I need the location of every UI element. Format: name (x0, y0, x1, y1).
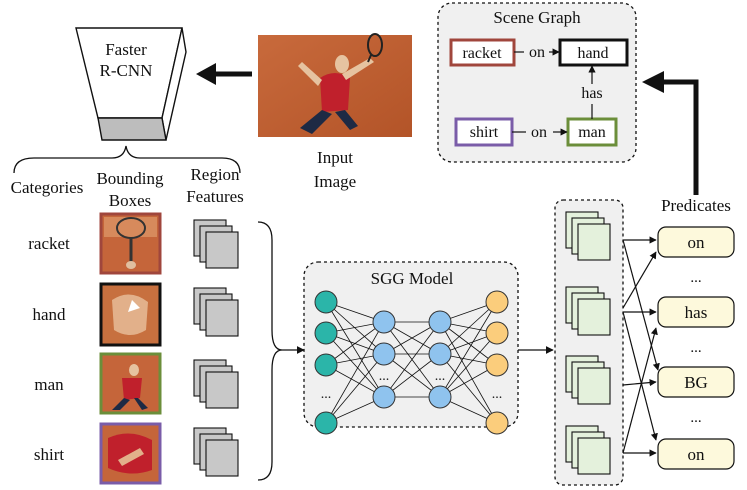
nn-edge (439, 301, 498, 398)
region-features (193, 219, 239, 477)
nn-node-layer-4 (485, 411, 509, 435)
sg-edge-man-hand: has (581, 85, 602, 102)
predicate-on-2: on (657, 438, 735, 470)
svg-text:BG: BG (684, 373, 708, 392)
nn-node-layer-4 (485, 290, 509, 314)
nn-edge (325, 332, 385, 398)
predicate-ellipsis-2: ... (690, 340, 701, 356)
nn-node-layer-2 (372, 385, 396, 409)
svg-text:hand: hand (577, 45, 608, 62)
category-shirt: shirt (34, 445, 65, 464)
category-racket: racket (28, 234, 70, 253)
detector-label-line1: Faster (105, 40, 147, 59)
predicate-has: has (657, 296, 735, 328)
nn-node-layer-1 (314, 411, 338, 435)
nn-node-layer-3 (428, 310, 452, 334)
sg-edge-racket-hand: on (529, 44, 545, 61)
nn-node-layer-2 (372, 342, 396, 366)
svg-text:man: man (578, 124, 606, 141)
nn-node-layer-1 (314, 290, 338, 314)
scene-graph-title: Scene Graph (493, 8, 581, 27)
nn-edge (439, 332, 498, 398)
svg-text:has: has (685, 303, 708, 322)
sg-node-hand (558, 38, 629, 67)
nn-edge (325, 301, 385, 398)
category-hand: hand (32, 305, 66, 324)
features-brace (257, 221, 283, 481)
header-features-line2: Features (186, 187, 244, 206)
bbox-crop-shirt (99, 422, 162, 485)
svg-text:racket: racket (462, 45, 502, 62)
sgg-model-panel: SGG Model ............ (303, 261, 519, 435)
nn-node-layer-3 (428, 385, 452, 409)
category-man: man (34, 375, 64, 394)
nn-node-layer-4 (485, 321, 509, 345)
input-image (258, 33, 412, 137)
relation-features-panel (554, 199, 624, 486)
sg-node-man (566, 117, 618, 147)
classifier-arrows (622, 236, 660, 457)
input-image-label-line1: Input (317, 148, 353, 167)
sg-node-racket (449, 38, 516, 67)
nn-edge (383, 321, 441, 398)
header-features-line1: Region (190, 165, 240, 184)
nn-node-layer-2 (372, 310, 396, 334)
predicate-bg: BG (657, 366, 735, 398)
detector-label-line2: R-CNN (100, 61, 153, 80)
nn-ellipsis: ... (492, 387, 503, 402)
sgg-model-title: SGG Model (371, 269, 454, 288)
nn-ellipsis: ... (321, 387, 332, 402)
predicates-title: Predicates (661, 196, 731, 215)
nn-node-layer-3 (428, 342, 452, 366)
nn-ellipsis: ... (379, 369, 390, 384)
svg-text:on: on (688, 445, 706, 464)
nn-node-layer-4 (485, 353, 509, 377)
scene-graph-panel: Scene Graph racket hand shirt man on has… (437, 2, 637, 163)
nn-edge (325, 321, 385, 366)
svg-text:on: on (688, 233, 706, 252)
sg-node-shirt (454, 117, 514, 147)
bbox-crop-man (99, 352, 162, 415)
header-categories: Categories (11, 178, 84, 197)
predicate-ellipsis-1: ... (690, 270, 701, 286)
nn-edge (439, 353, 498, 424)
predicate-ellipsis-3: ... (690, 410, 701, 426)
image-to-detector-arrow (196, 63, 252, 85)
nn-edge (325, 321, 385, 424)
nn-edge (325, 353, 385, 424)
sg-edge-shirt-man: on (531, 124, 547, 141)
nn-edge (439, 301, 498, 355)
bbox-crop-hand (99, 282, 162, 347)
faster-rcnn-block: Faster R-CNN (75, 27, 187, 141)
header-boxes-line1: Bounding (96, 169, 164, 188)
predicates-to-scene-graph-arrow (642, 71, 699, 195)
nn-node-layer-1 (314, 353, 338, 377)
predicate-on-1: on (657, 226, 735, 258)
detector-output-brace (13, 145, 241, 174)
nn-edge (325, 301, 385, 355)
bbox-crop-racket (99, 212, 162, 275)
nn-edge (383, 353, 441, 398)
header-boxes-line2: Boxes (109, 191, 152, 210)
nn-ellipsis: ... (435, 369, 446, 384)
svg-text:shirt: shirt (470, 124, 499, 141)
nn-edge (439, 321, 498, 424)
nn-node-layer-1 (314, 321, 338, 345)
input-image-label-line2: Image (314, 172, 356, 191)
